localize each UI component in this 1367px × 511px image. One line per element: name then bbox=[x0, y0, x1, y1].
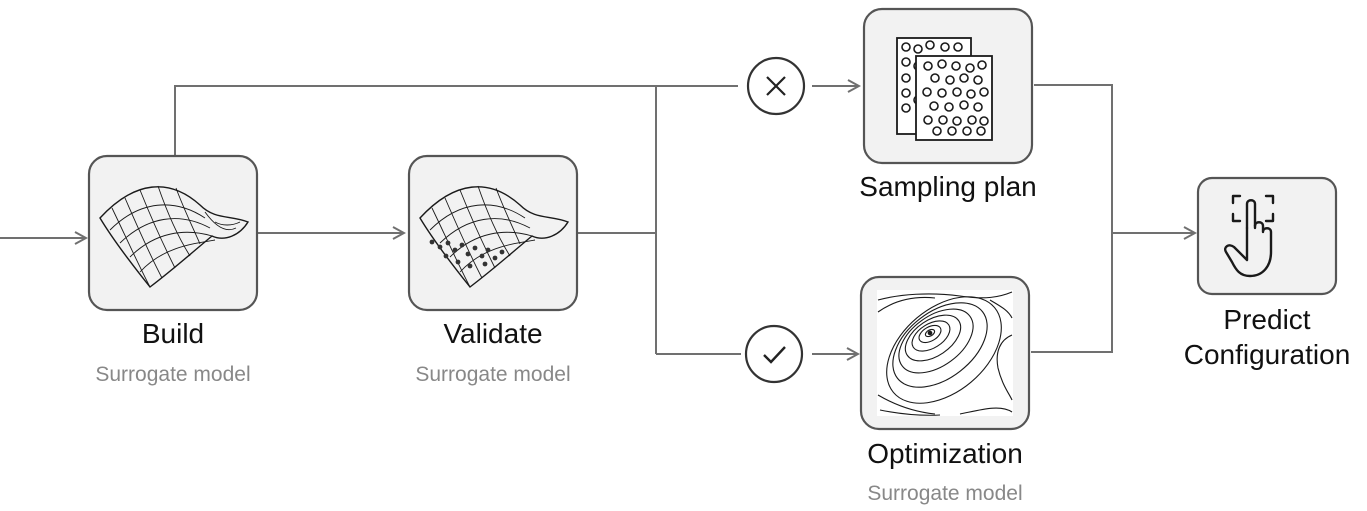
validate-node bbox=[407, 154, 579, 312]
validate-subtitle: Surrogate model bbox=[415, 363, 571, 386]
sampling-title: Sampling plan bbox=[859, 171, 1037, 202]
reject-decision bbox=[746, 56, 806, 116]
build-subtitle: Surrogate model bbox=[95, 363, 251, 386]
optimization-title: Optimization bbox=[867, 438, 1023, 469]
surface-mesh-points-icon bbox=[419, 185, 570, 288]
contour-map-icon bbox=[877, 290, 1013, 416]
predict-title-line2: Configuration bbox=[1183, 339, 1351, 370]
validate-title: Validate bbox=[443, 318, 543, 349]
sampling-to-merge-line bbox=[1034, 84, 1113, 233]
build-title: Build bbox=[141, 318, 205, 349]
optimization-node bbox=[859, 275, 1031, 431]
optimization-subtitle: Surrogate model bbox=[867, 482, 1023, 505]
touch-gesture-icon bbox=[1224, 194, 1275, 278]
cross-icon bbox=[766, 76, 786, 96]
sampling-node bbox=[862, 7, 1034, 165]
surface-mesh-icon bbox=[99, 185, 250, 288]
connectors bbox=[0, 85, 1195, 354]
sample-sheets-icon bbox=[896, 37, 993, 141]
build-node bbox=[87, 154, 259, 312]
check-icon bbox=[763, 346, 786, 364]
build-to-branch-line bbox=[174, 85, 738, 156]
predict-title-line1: Predict bbox=[1223, 304, 1311, 335]
optimization-to-merge-line bbox=[1031, 233, 1113, 353]
accept-decision bbox=[744, 324, 804, 384]
predict-node bbox=[1196, 176, 1338, 296]
